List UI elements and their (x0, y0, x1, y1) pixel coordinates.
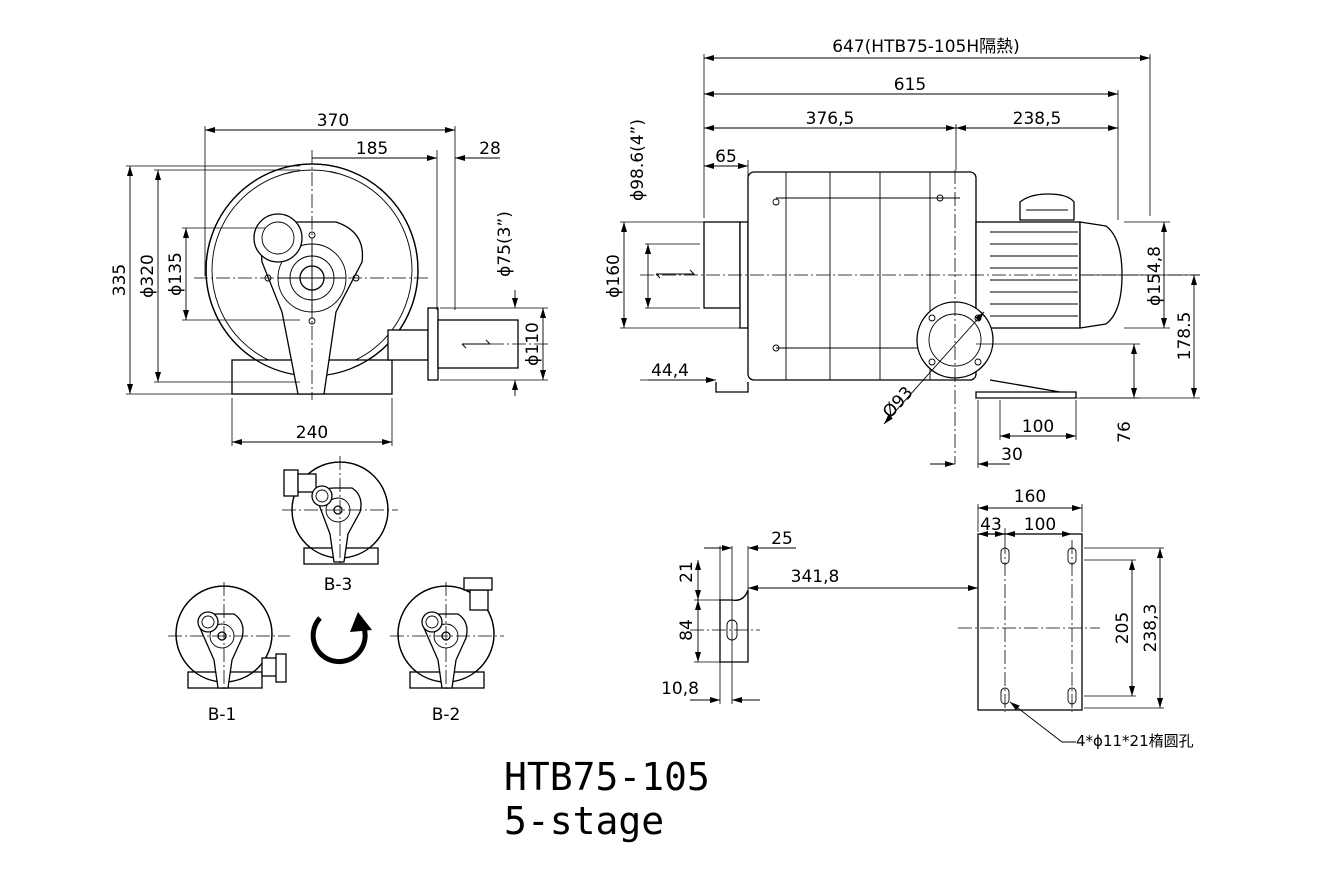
dim-100-base: 100 (1024, 515, 1056, 535)
dim-238-3: 238,3 (1141, 604, 1161, 653)
dim-84: 84 (677, 619, 697, 641)
orientation-b2: B-2 (390, 577, 504, 725)
dim-376-5: 376,5 (806, 109, 855, 129)
dim-28: 28 (479, 139, 501, 159)
label-b2: B-2 (432, 705, 461, 725)
rotation-arrow (310, 612, 372, 665)
dim-dia-110: ϕ110 (523, 322, 543, 366)
label-b3: B-3 (324, 575, 353, 595)
dim-647: 647(HTB75-105H隔熱) (832, 37, 1020, 57)
orientation-b1: B-1 (168, 582, 290, 725)
dim-178-5: 178.5 (1175, 312, 1195, 361)
orientation-b3: B-3 (282, 456, 398, 595)
front-view: 370 185 28 335 ϕ320 ϕ135 ϕ75(3”) ϕ110 24… (110, 111, 548, 446)
dim-dia-93: Ø93 (879, 383, 917, 422)
stage-label: 5-stage (504, 799, 664, 843)
bracket-view: 25 21 341,8 84 10,8 (661, 529, 978, 704)
dim-43: 43 (980, 515, 1002, 535)
model-title: HTB75-105 (504, 755, 710, 799)
dim-dia-154: ϕ154,8 (1145, 246, 1165, 306)
dim-238-5: 238,5 (1013, 109, 1062, 129)
dim-240: 240 (296, 423, 328, 443)
dim-25: 25 (771, 529, 793, 549)
base-plate-view: 160 43 100 205 238,3 4*ϕ11*21楕圆孔 (958, 487, 1194, 750)
dim-185: 185 (356, 139, 388, 159)
label-b1: B-1 (208, 705, 237, 725)
dim-21: 21 (677, 561, 697, 583)
dim-100-side: 100 (1022, 417, 1054, 437)
dim-30: 30 (1001, 445, 1023, 465)
dim-dia-98: ϕ98.6(4”) (628, 119, 648, 201)
side-view: 647(HTB75-105H隔熱) 615 376,5 238,5 65 ϕ98… (604, 37, 1200, 468)
dim-dia-75: ϕ75(3”) (495, 211, 515, 277)
dim-dia-135: ϕ135 (166, 252, 186, 296)
dim-370: 370 (317, 111, 349, 131)
dim-44-4: 44,4 (651, 361, 689, 381)
dim-76: 76 (1115, 421, 1135, 443)
dim-205: 205 (1113, 612, 1133, 644)
dim-160-base: 160 (1014, 487, 1046, 507)
dim-65: 65 (715, 147, 737, 167)
dim-335: 335 (110, 264, 130, 296)
dim-341-8: 341,8 (791, 567, 840, 587)
dim-615: 615 (894, 75, 926, 95)
dim-dia-160: ϕ160 (604, 254, 624, 298)
holes-note: 4*ϕ11*21楕圆孔 (1076, 732, 1194, 750)
dim-10-8: 10,8 (661, 679, 699, 699)
dim-dia-320: ϕ320 (138, 254, 158, 298)
